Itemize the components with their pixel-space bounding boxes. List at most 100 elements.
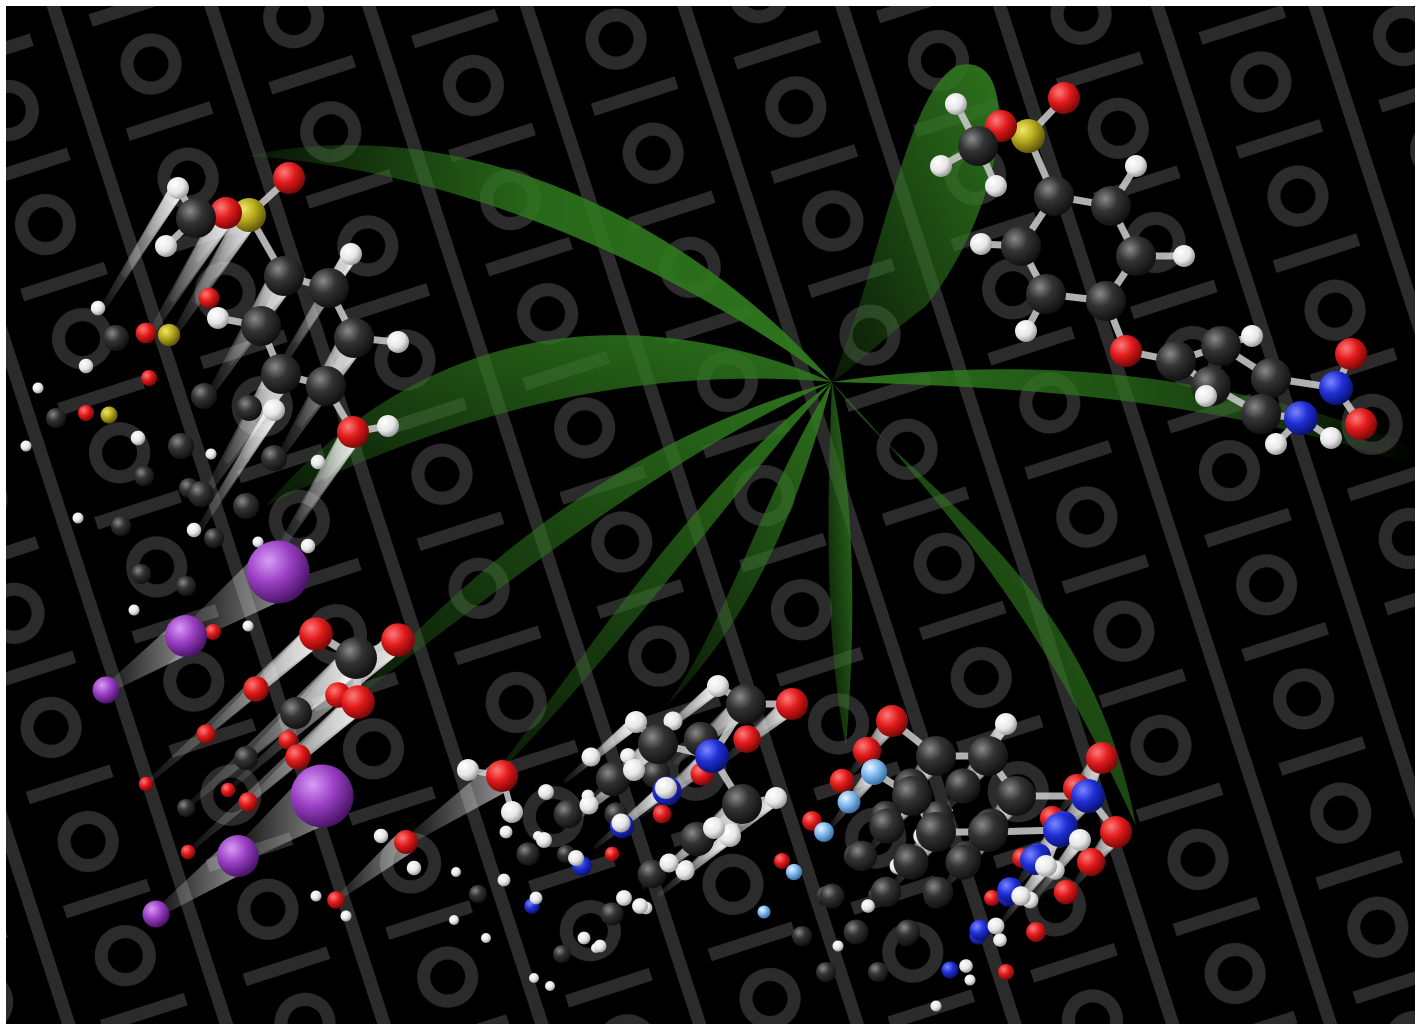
water-atom [373, 828, 389, 844]
trail-atom-carbonate [196, 724, 216, 744]
trail-atom-carbonate [180, 844, 196, 860]
green-ribbon-4 [486, 382, 832, 786]
water-atom-H [501, 801, 523, 823]
trail-atom-dmf [553, 799, 583, 829]
atom-b-H [1173, 245, 1195, 267]
trail-atom-a [310, 454, 326, 470]
trail-atom-fn [816, 962, 836, 982]
trail-atom-a [135, 322, 157, 344]
dmf-atom-C [638, 724, 678, 764]
fn-atom-H [1035, 855, 1057, 877]
trail-atom-fn [846, 840, 878, 872]
trail-atom-dmf [451, 867, 461, 877]
atom-a-H [167, 177, 189, 199]
atom-b-H [1125, 155, 1147, 177]
trail-atom-fn [922, 876, 954, 908]
green-ribbon-5 [666, 382, 832, 706]
carbonate-atom-O [341, 685, 375, 719]
green-ribbon-2 [266, 335, 832, 506]
dmf-atom-H [703, 817, 725, 839]
trail-atom-a [134, 466, 154, 486]
trail-atom-dmf [581, 747, 601, 767]
trail-atom-fn [930, 1000, 942, 1012]
trail-atom-a [46, 408, 66, 428]
atom-a-O [210, 197, 242, 229]
atom-b-O [1335, 338, 1367, 370]
trail-atom-fn [785, 863, 803, 881]
potassium-atom [165, 615, 207, 657]
atom-b-O [1345, 408, 1377, 440]
fn-atom-N [1043, 813, 1077, 847]
trail-atom-fn [993, 933, 1007, 947]
dmf-atom-H [655, 777, 677, 799]
trail-atom-a [103, 325, 129, 351]
atom-b-H [970, 233, 992, 255]
trail-atom-dmf [449, 915, 459, 925]
trail-atom-carbonate [285, 744, 311, 770]
trail-atom-fn [843, 919, 869, 945]
trail-atom-a [157, 323, 181, 347]
trail-atom-a [32, 382, 44, 394]
trail-atom-a [111, 516, 131, 536]
atom-a-H [387, 331, 409, 353]
atom-b-H [985, 175, 1007, 197]
trail-atom-a [191, 383, 217, 409]
trail-atom-fn [774, 853, 790, 869]
atom-a-C [241, 306, 281, 346]
artwork [6, 6, 1415, 1024]
atom-a-C [309, 268, 349, 308]
water-atom [310, 890, 322, 902]
trail-atom-a [198, 287, 220, 309]
trail-atom-dmf [616, 890, 632, 906]
atom-b-C [1116, 236, 1156, 276]
atom-a-H [340, 243, 362, 265]
trail-atom-dmf [553, 945, 571, 963]
carbonate-atom-O [381, 623, 415, 657]
trail-atom-carbonate [177, 799, 195, 817]
atom-b-N [1319, 371, 1353, 405]
trail-atom-dmf [659, 853, 679, 873]
atom-a-C [306, 366, 346, 406]
trail-atom-fn [964, 974, 976, 986]
trail-atom-fn [757, 905, 771, 919]
trail-atom-a [236, 395, 262, 421]
water-atom [406, 860, 422, 876]
trail-atom-a [128, 604, 140, 616]
trail-atom-fn [792, 926, 812, 946]
trail-atom-fn [870, 876, 902, 908]
trail-cone-water [403, 762, 512, 846]
fn-atom-N [1071, 779, 1105, 813]
trail-atom-dmf [637, 859, 667, 889]
atom-b-H [1015, 320, 1037, 342]
atom-b-N [1284, 401, 1318, 435]
trail-atom-dmf [529, 973, 539, 983]
trail-atom-a [78, 358, 94, 374]
trail-atom-a [204, 528, 224, 548]
fn-atom-H [995, 713, 1017, 735]
trail-cone-water [334, 832, 414, 902]
trail-atom-a [90, 300, 106, 316]
trail-atom-a [100, 406, 118, 424]
trail-atom-a [72, 512, 84, 524]
trail-atom-dmf [595, 761, 631, 797]
trail-atom-fn [868, 962, 888, 982]
fn-atom-H [1069, 829, 1091, 851]
trail-atom-fn [819, 883, 845, 909]
trail-atom-fn [959, 959, 973, 973]
trail-atom-fn [984, 890, 1000, 906]
green-ribbon-8 [832, 64, 999, 383]
trail-atom-a [131, 564, 151, 584]
trail-atom-dmf [579, 795, 599, 815]
trail-atom-a [78, 405, 94, 421]
trail-atom-dmf [675, 861, 695, 881]
potassium-atom [142, 900, 170, 928]
dmf-atom-H [765, 787, 787, 809]
green-ribbon-1 [246, 145, 832, 382]
trail-atom-fn [941, 961, 959, 979]
dmf-atom-C [722, 784, 762, 824]
trail-atom-a [176, 576, 196, 596]
potassium-atom [92, 676, 120, 704]
atom-b-C [1001, 226, 1041, 266]
fn-atom-C [996, 776, 1036, 816]
fn-atom-C [916, 736, 956, 776]
